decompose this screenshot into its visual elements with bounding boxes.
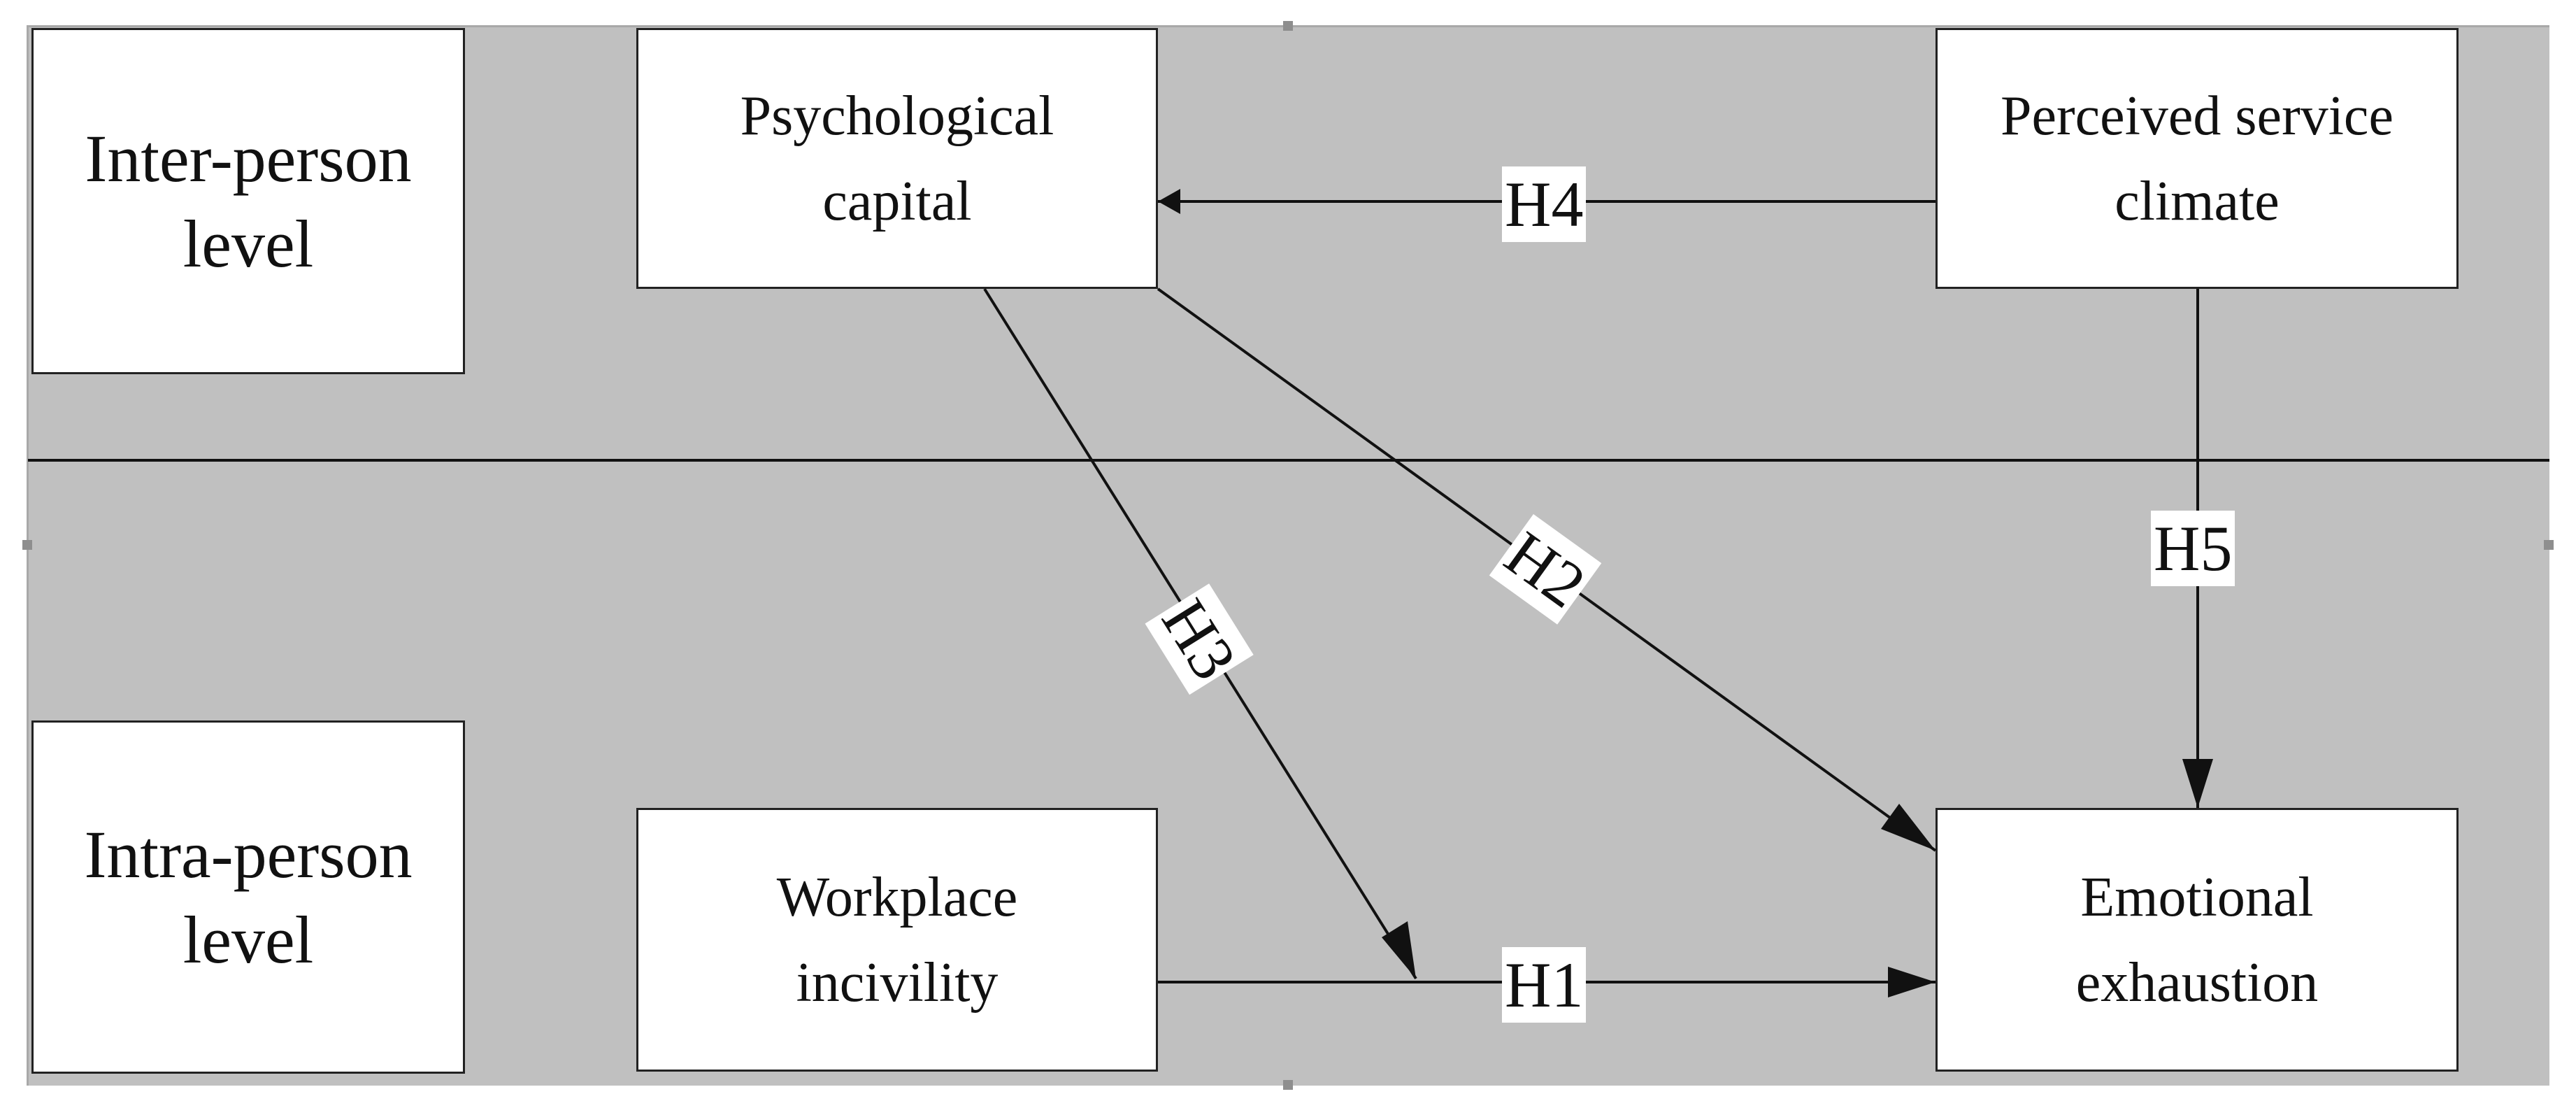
h3-arrowhead — [1382, 921, 1416, 979]
workplace-incivility-line1: Workplace — [776, 866, 1018, 928]
emotional-exhaustion-line1: Emotional — [2080, 866, 2314, 928]
psychological-capital-box: Psychological capital — [636, 28, 1158, 289]
perceived-service-climate-box: Perceived service climate — [1935, 28, 2459, 289]
inter-person-level-box: Inter-person level — [31, 28, 465, 374]
h2-arrowhead — [1881, 804, 1935, 851]
emotional-exhaustion-line2: exhaustion — [2075, 951, 2319, 1014]
selection-handle-right[interactable] — [2544, 540, 2554, 550]
perceived-service-climate-line2: climate — [2115, 170, 2280, 232]
h5-label: H5 — [2151, 511, 2235, 586]
perceived-service-climate-line1: Perceived service — [2001, 85, 2393, 147]
intra-person-level-line1: Intra-person — [84, 816, 413, 892]
h1-label: H1 — [1502, 947, 1587, 1023]
inter-person-level-line1: Inter-person — [85, 120, 412, 196]
psychological-capital-line1: Psychological — [740, 85, 1054, 147]
selection-handle-bottom[interactable] — [1283, 1080, 1293, 1090]
selection-handle-left[interactable] — [22, 540, 32, 550]
workplace-incivility-line2: incivility — [796, 951, 999, 1014]
h1-arrowhead — [1888, 967, 1935, 997]
intra-person-level-line2: level — [183, 902, 314, 977]
inter-person-level-line2: level — [183, 206, 314, 281]
intra-person-level-box: Intra-person level — [31, 720, 465, 1074]
h4-label: H4 — [1502, 166, 1587, 242]
selection-handle-top[interactable] — [1283, 21, 1293, 31]
emotional-exhaustion-box: Emotional exhaustion — [1935, 808, 2459, 1072]
h5-arrowhead — [2182, 759, 2213, 808]
workplace-incivility-box: Workplace incivility — [636, 808, 1158, 1072]
psychological-capital-line2: capital — [822, 170, 972, 232]
h4-arrowhead — [1158, 189, 1180, 214]
